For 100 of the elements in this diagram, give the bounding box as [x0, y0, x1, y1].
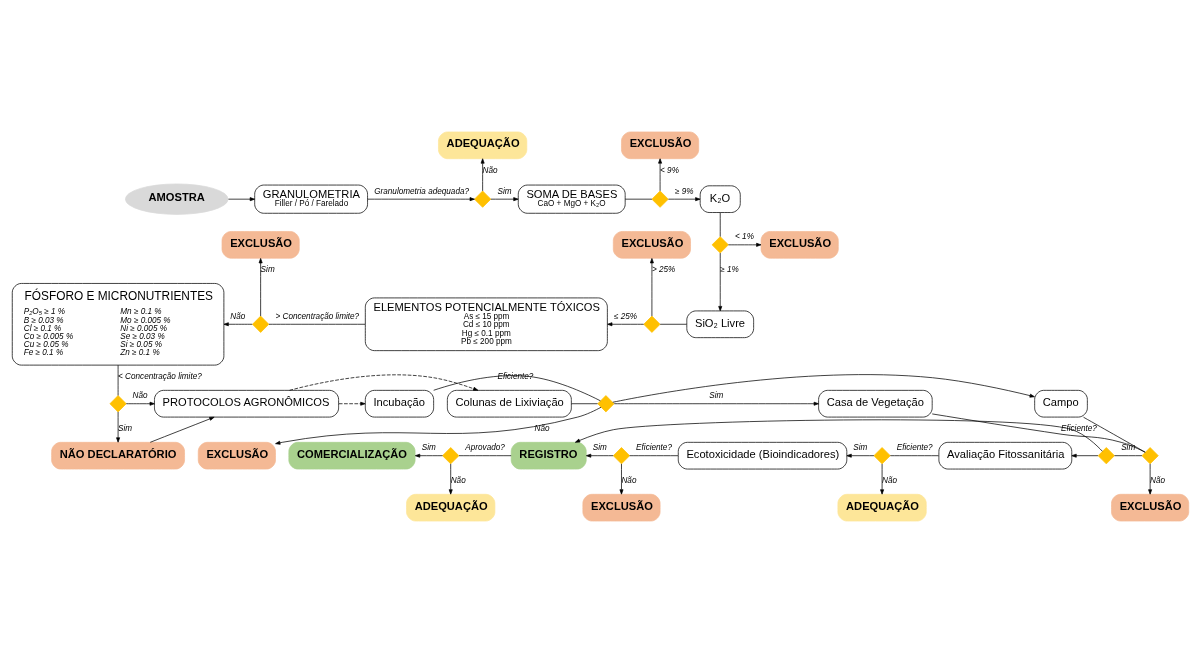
node-box: GRANULOMETRIA Filler / Pó / Farelado	[254, 184, 368, 214]
node-box: NÃO DECLARATÓRIO	[51, 441, 185, 470]
arrow	[658, 158, 662, 192]
edge-label: Sim	[260, 265, 275, 275]
edge-label: Sim	[592, 443, 607, 453]
node-box: COMERCIALIZAÇÃO	[288, 441, 416, 470]
arrow	[116, 411, 120, 443]
edge-label: Eficiente?	[497, 372, 534, 382]
arrow	[480, 158, 485, 192]
node-diamond	[597, 395, 615, 413]
edge-label: Sim	[497, 186, 512, 196]
edge-label: Eficiente?	[636, 443, 672, 453]
arrow	[607, 322, 644, 327]
edge-label: Sim	[709, 391, 724, 401]
connector	[931, 413, 1146, 453]
edge-label: Não	[534, 424, 550, 434]
edge-label: Não	[621, 476, 637, 486]
arrow	[728, 242, 762, 247]
node-box: ADEQUAÇÃO	[438, 131, 528, 160]
arrow	[718, 252, 723, 312]
edge-label: Não	[1150, 476, 1166, 486]
arrow	[612, 374, 1035, 403]
node-box: FÓSFORO E MICRONUTRIENTES P₂O₅ ≥ 1 % B ≥ 0.03 % Cl ≥ 0.1 % Co ≥ 0.005 % Cu ≥ 0.05 % Fe ≥ 0.1 % Mn ≥ 0.1 % Mo ≥ 0.005 % Ni ≥ 0.005 % Se ≥ 0.03 % Si ≥ 0.05 % Zn ≥ 0.1 %	[11, 283, 225, 366]
edge-label: Eficiente?	[896, 443, 933, 453]
arrow	[289, 374, 479, 391]
edge-label: Eficiente?	[1061, 424, 1097, 434]
node-box: EXCLUSÃO	[1111, 493, 1190, 522]
node-diamond	[873, 447, 891, 465]
edge-label: Sim	[421, 443, 436, 453]
connector	[719, 212, 721, 237]
connector	[624, 198, 653, 200]
node-diamond	[651, 190, 669, 208]
node-diamond	[1097, 447, 1115, 465]
node-box: ADEQUAÇÃO	[406, 493, 496, 522]
node-box: EXCLUSÃO	[612, 231, 691, 259]
node-ellipse: AMOSTRA	[125, 183, 229, 215]
arrow	[650, 258, 654, 317]
arrow	[228, 197, 255, 202]
node-box: Avaliação Fitossanitária	[938, 441, 1073, 470]
node-diamond	[109, 395, 127, 413]
arrow	[619, 463, 624, 495]
edge-label: Sim	[1121, 443, 1136, 453]
node-box: Colunas de Lixiviação	[447, 390, 572, 418]
node-box: REGISTRO	[510, 441, 587, 470]
edge-label: Granulometria adequada?	[374, 186, 470, 196]
node-box: Casa de Vegetação	[818, 390, 933, 418]
connector	[1083, 416, 1146, 453]
arrow	[149, 416, 215, 443]
connector	[571, 403, 598, 405]
node-box: PROTOCOLOS AGRONÔMICOS	[154, 390, 339, 418]
arrow	[880, 463, 884, 495]
node-box: K₂O	[699, 185, 741, 213]
edge-label: < Concentração limite?	[118, 372, 202, 382]
arrow	[258, 258, 263, 317]
node-box: ADEQUAÇÃO	[837, 493, 927, 522]
arrow	[846, 453, 875, 458]
edge-label: Sim	[853, 443, 868, 453]
edge-label: Não	[482, 165, 498, 175]
edge-label: > 25%	[651, 265, 676, 275]
arrow	[575, 419, 1103, 452]
edge-label: < 1%	[735, 232, 754, 242]
node-box: EXCLUSÃO	[760, 231, 839, 259]
connector	[433, 375, 601, 402]
edge-label: Não	[132, 391, 148, 401]
arrow	[223, 322, 253, 327]
node-box: Campo	[1034, 390, 1088, 418]
edge-label: Sim	[118, 424, 133, 434]
arrow	[125, 401, 155, 406]
arrow	[1071, 453, 1099, 458]
edge-label: ≥ 9%	[674, 186, 694, 196]
arrow	[668, 197, 701, 202]
node-diamond	[643, 315, 661, 333]
node-box: EXCLUSÃO	[621, 131, 700, 160]
node-diamond	[1141, 447, 1159, 465]
node-diamond	[252, 315, 270, 333]
connector	[659, 323, 688, 325]
arrow	[338, 401, 366, 406]
edge-label: Aprovado?	[465, 443, 505, 453]
node-diamond	[612, 447, 630, 465]
node-box: Ecotoxicidade (Bioindicadores)	[677, 441, 848, 470]
arrow	[1148, 463, 1153, 495]
edge-label: ≤ 25%	[614, 311, 638, 321]
edge-label: Não	[450, 476, 466, 486]
edge-label: ≥ 1%	[720, 265, 739, 275]
arrow	[613, 401, 819, 406]
node-box: EXCLUSÃO	[197, 441, 276, 470]
arrow	[448, 463, 453, 495]
node-box: ELEMENTOS POTENCIALMENTE TÓXICOS As ≤ 15 ppm Cd ≤ 10 ppm Hg ≤ 0.1 ppm Pb ≤ 200 ppm	[364, 297, 608, 351]
arrow	[490, 197, 519, 202]
node-diamond	[442, 447, 460, 465]
arrow	[367, 197, 475, 202]
node-box: EXCLUSÃO	[582, 493, 661, 522]
node-box: SOMA DE BASES CaO + MgO + K₂O	[517, 184, 626, 214]
edge-label: > Concentração limite?	[275, 311, 360, 321]
node-box: Incubação	[364, 390, 434, 418]
edge-label: Não	[882, 476, 898, 486]
node-diamond	[711, 236, 729, 254]
arrow	[275, 406, 602, 445]
arrow	[414, 453, 443, 458]
node-box: EXCLUSÃO	[221, 231, 300, 259]
